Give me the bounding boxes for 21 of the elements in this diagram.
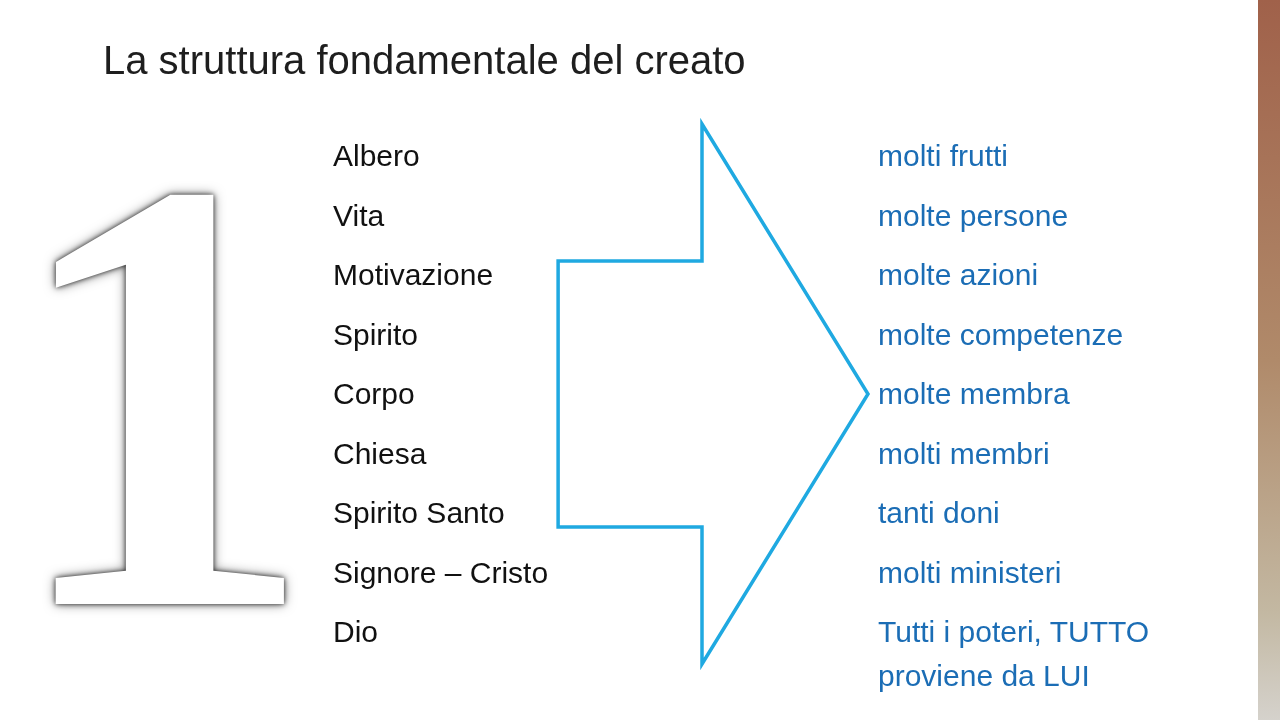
list-item: Spirito <box>333 316 420 353</box>
list-item: molte membra <box>878 376 1071 412</box>
large-numeral: 1 <box>6 172 316 619</box>
list-item: tanti doni <box>878 495 1001 531</box>
list-item: Chiesa <box>333 435 428 472</box>
list-item: Signore – Cristo <box>333 554 549 591</box>
list-item: Dio <box>333 614 379 650</box>
list-item: molte persone <box>878 197 1070 234</box>
list-item: molte competenze <box>878 316 1125 353</box>
block-arrow <box>556 117 871 671</box>
list-item: Albero <box>333 138 421 174</box>
list-item: Corpo <box>333 376 416 412</box>
list-item: molte azioni <box>878 257 1040 293</box>
list-item: Tutti i poteri, TUTTO proviene da LUI <box>878 614 1151 694</box>
list-item: Motivazione <box>333 257 495 293</box>
list-item: Vita <box>333 197 386 234</box>
slide-title: La struttura fondamentale del creato <box>103 38 746 83</box>
list-item: molti membri <box>878 435 1051 472</box>
list-item: molti ministeri <box>878 554 1063 591</box>
list-item: molti frutti <box>878 138 1010 174</box>
list-item: Spirito Santo <box>333 495 506 531</box>
